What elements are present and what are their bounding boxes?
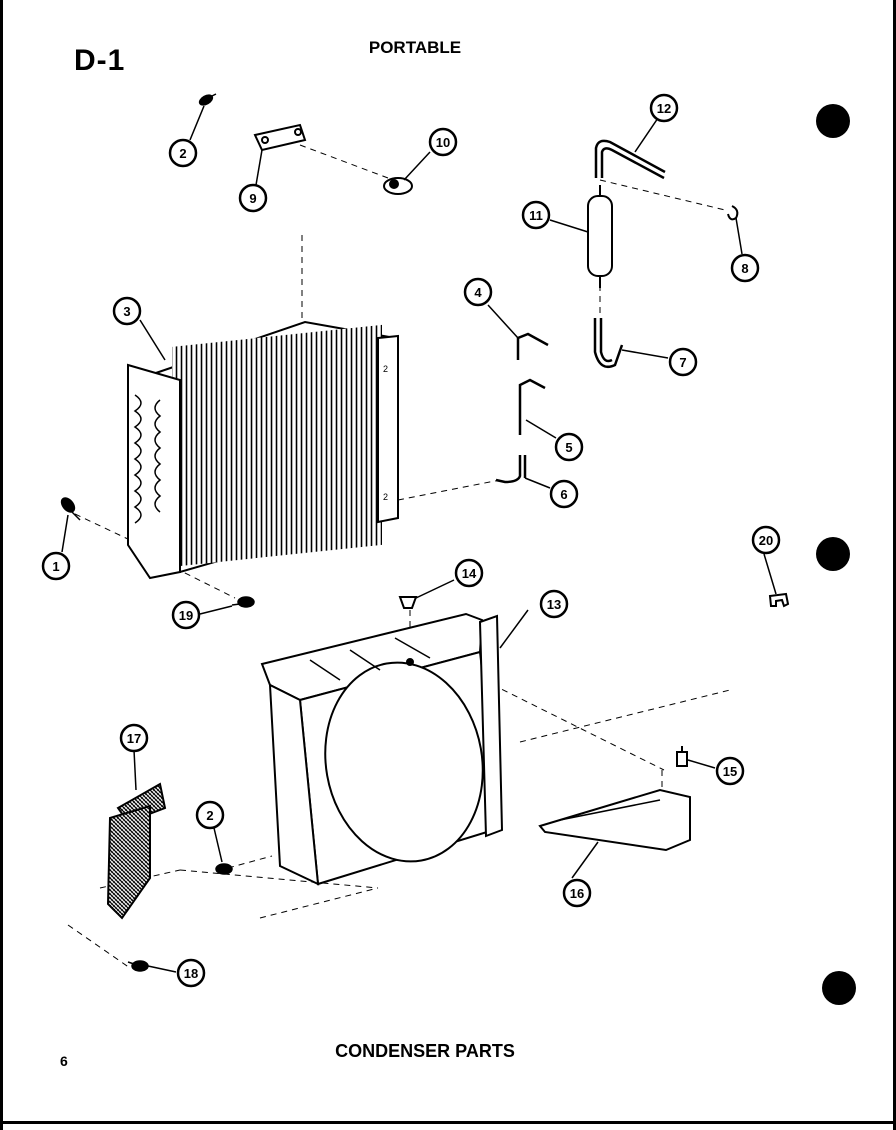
bolt-icon [676,746,688,767]
callout-label: 10 [436,135,450,150]
bracket-icon [253,123,307,152]
callout-label: 11 [529,208,543,223]
callout-13: 13 [539,589,569,619]
callout-label: 7 [679,355,686,370]
scan-edge-right [893,0,896,1130]
callout-label: 15 [723,764,737,779]
u-tube-icon [593,318,624,369]
tube-icon [594,139,666,180]
callout-label: 6 [560,487,567,502]
callout-11: 11 [521,200,551,230]
page-title: PORTABLE [368,38,462,57]
callout-label: 19 [179,608,193,623]
callout-15: 15 [715,756,745,786]
callout-label: 20 [759,533,773,548]
screw-icon [215,863,233,875]
filter-drier-icon [587,185,613,288]
callout-label: 5 [565,440,572,455]
callout-label: 8 [741,261,748,276]
binder-hole [816,104,850,138]
scan-edge-left [0,0,3,1130]
svg-text:2: 2 [383,364,388,374]
tube-icon [518,378,546,435]
grommet-icon [383,177,413,195]
callout-9: 9 [238,183,268,213]
page-number: 6 [60,1053,68,1069]
support-bracket-icon [538,788,691,852]
screw-icon [127,960,149,972]
callout-label: 4 [474,285,482,300]
callout-18: 18 [176,958,206,988]
callout-label: 17 [127,731,141,746]
callout-leaders [61,105,777,973]
tube-icon [516,332,549,360]
callout-label: 2 [179,146,186,161]
callout-label: 14 [462,566,477,581]
callout-4: 4 [463,277,493,307]
callout-14: 14 [454,558,484,588]
callout-8: 8 [730,253,760,283]
binder-hole [822,971,856,1005]
callout-19: 19 [171,600,201,630]
binder-hole [816,537,850,571]
callout-label: 1 [52,559,59,574]
svg-text:2: 2 [383,492,388,502]
callout-12: 12 [649,93,679,123]
callout-2: 2 [168,138,198,168]
callout-10: 10 [428,127,458,157]
scan-edge-bottom [0,1121,896,1124]
clip-icon [727,205,739,221]
callout-5: 5 [554,432,584,462]
fan-shroud-icon [260,612,504,886]
callout-3: 3 [112,296,142,326]
screw-icon [60,497,81,521]
callout-label: 9 [249,191,256,206]
tube-icon [495,455,527,484]
clip-icon [768,592,790,608]
callout-2-lower: 2 [195,800,225,830]
callout-label: 16 [570,886,584,901]
callout-6: 6 [549,479,579,509]
screw-icon [231,596,255,608]
plug-icon [398,596,418,609]
callout-label: 13 [547,597,561,612]
callout-label: 18 [184,966,198,981]
callout-7: 7 [668,347,698,377]
grille-icon [106,782,167,920]
callout-label: 12 [657,101,671,116]
screw-icon [198,93,217,106]
condenser-coil-icon: 2 2 [127,320,399,580]
callout-1: 1 [41,551,71,581]
page-id-label: D-1 [74,44,126,77]
callout-label: 3 [123,304,130,319]
callout-16: 16 [562,878,592,908]
page-caption: CONDENSER PARTS [335,1041,515,1061]
callout-17: 17 [119,723,149,753]
callout-label: 2 [206,808,213,823]
callout-20: 20 [751,525,781,555]
